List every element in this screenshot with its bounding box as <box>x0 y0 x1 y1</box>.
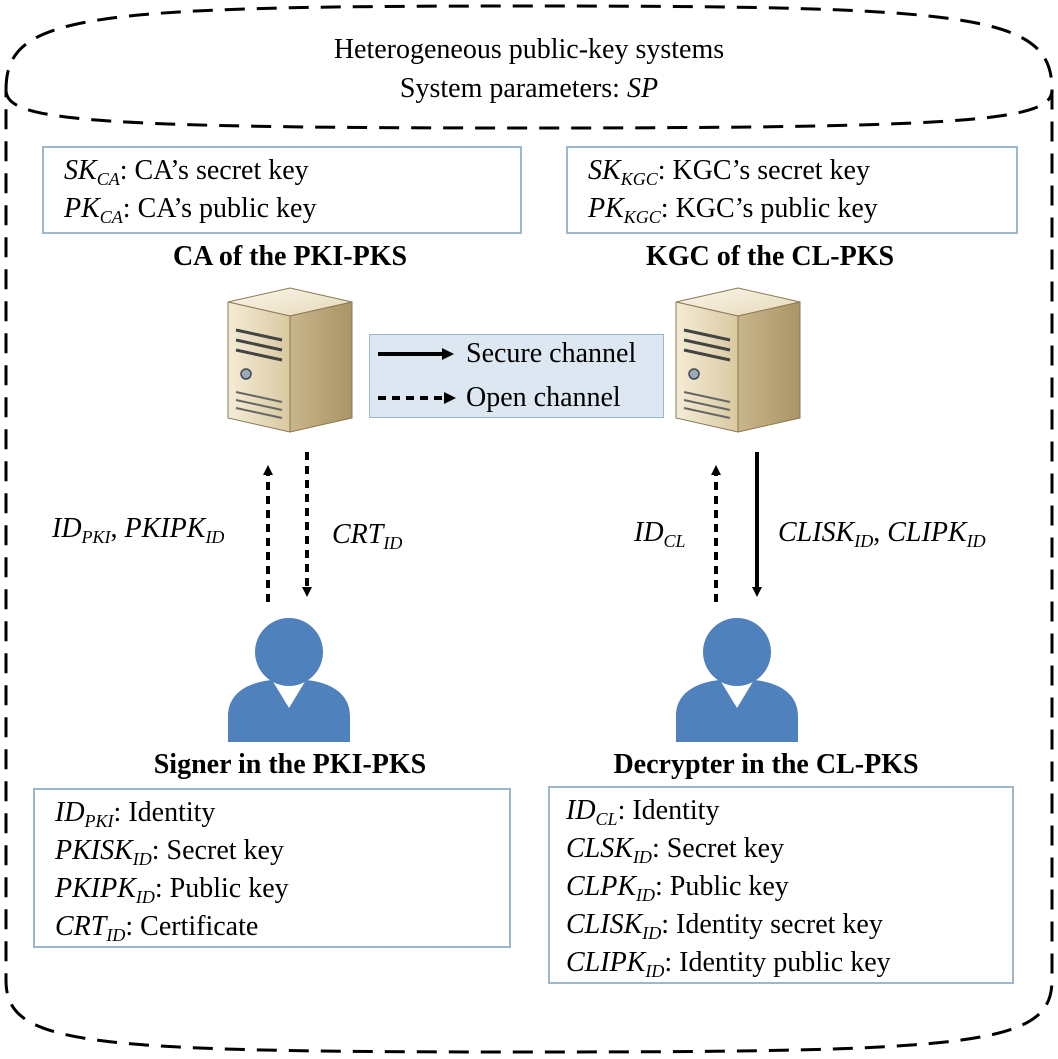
decrypter-identity-public-key-row: CLIPKID: Identity public key <box>566 947 891 981</box>
left-up-arrow-label: IDPKI, PKIPKID <box>52 513 225 547</box>
decrypter-key-box: IDCL: Identity CLSKID: Secret key CLPKID… <box>548 786 1014 984</box>
signer-certificate-row: CRTID: Certificate <box>55 911 259 945</box>
signer-public-key-row: PKIPKID: Public key <box>55 873 289 907</box>
decrypter-person-icon <box>676 618 798 742</box>
system-parameters: System parameters: SP <box>399 73 659 104</box>
ca-title: CA of the PKI-PKS <box>172 241 408 272</box>
kgc-title: KGC of the CL-PKS <box>645 241 895 272</box>
left-down-arrow-label: CRTID <box>332 519 403 553</box>
legend-open-label: Open channel <box>466 382 621 413</box>
signer-identity-row: IDPKI: Identity <box>55 797 216 831</box>
kgc-key-box: SKKGC: KGC’s secret key PKKGC: KGC’s pub… <box>566 146 1018 234</box>
decrypter-title: Decrypter in the CL-PKS <box>613 749 919 780</box>
system-title: Heterogeneous public-key systems <box>333 34 725 65</box>
legend-secure-label: Secure channel <box>466 338 637 369</box>
ca-server-icon <box>227 287 353 433</box>
decrypter-identity-row: IDCL: Identity <box>566 795 720 829</box>
system-boundary <box>4 4 1054 1054</box>
kgc-server-icon <box>675 287 801 433</box>
ca-key-box: SKCA: CA’s secret key PKCA: CA’s public … <box>42 146 522 234</box>
signer-secret-key-row: PKISKID: Secret key <box>55 835 284 869</box>
signer-title: Signer in the PKI-PKS <box>153 749 427 780</box>
ca-secret-key-row: SKCA: CA’s secret key <box>64 155 309 189</box>
kgc-public-key-row: PKKGC: KGC’s public key <box>588 193 878 227</box>
decrypter-public-key-row: CLPKID: Public key <box>566 871 789 905</box>
right-up-arrow-label: IDCL <box>634 517 686 551</box>
signer-key-box: IDPKI: Identity PKISKID: Secret key PKIP… <box>33 788 511 948</box>
decrypter-identity-secret-key-row: CLISKID: Identity secret key <box>566 909 883 943</box>
channel-legend: Secure channel Open channel <box>369 334 664 418</box>
ca-public-key-row: PKCA: CA’s public key <box>64 193 317 227</box>
right-down-arrow-label: CLISKID, CLIPKID <box>778 517 986 551</box>
kgc-secret-key-row: SKKGC: KGC’s secret key <box>588 155 870 189</box>
decrypter-secret-key-row: CLSKID: Secret key <box>566 833 785 867</box>
signer-person-icon <box>228 618 350 742</box>
